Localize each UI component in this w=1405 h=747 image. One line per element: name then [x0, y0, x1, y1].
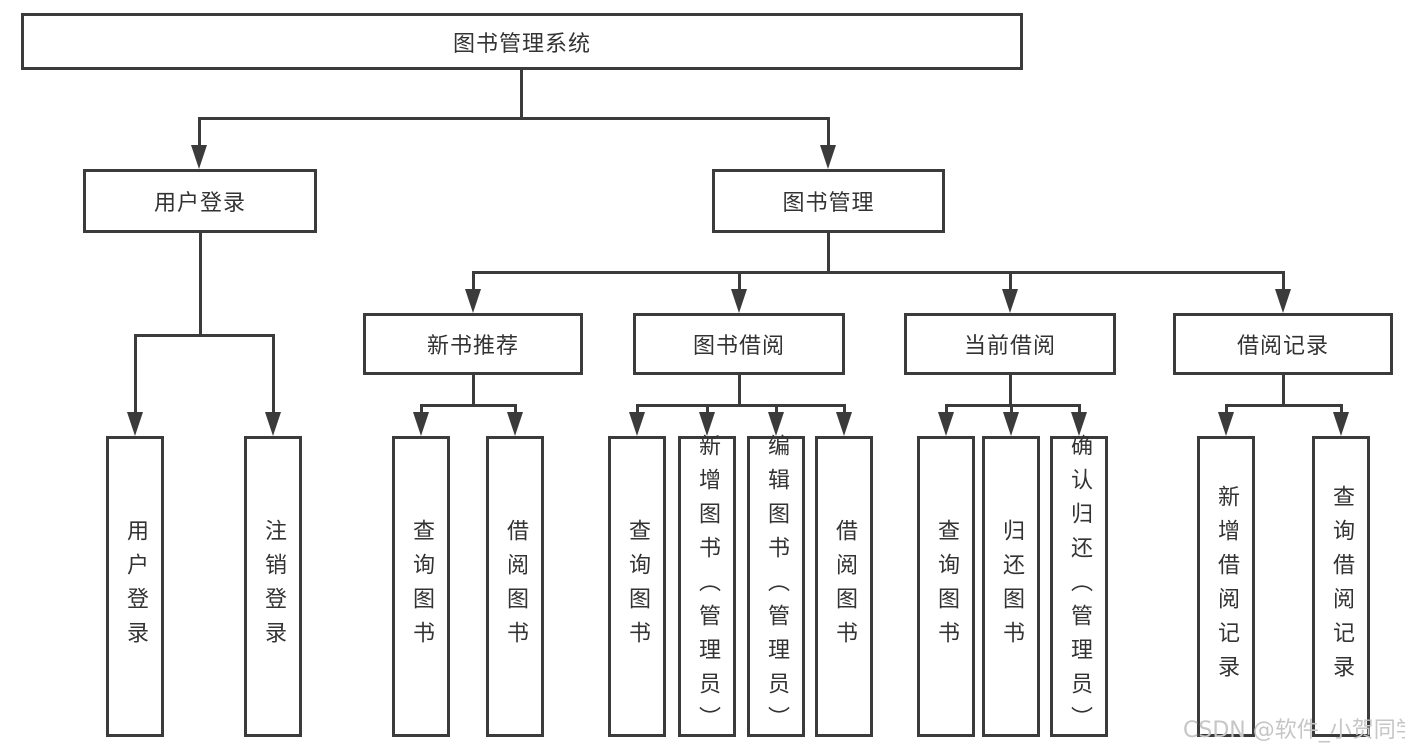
connector-line [472, 271, 475, 291]
connector-line [738, 271, 741, 291]
node-label: 图书借阅 [692, 334, 785, 359]
connector-line [1078, 404, 1081, 416]
leaf-label: 新增图书（管理员） [695, 433, 720, 740]
leaf-label: 借阅图书 [832, 518, 857, 655]
leaf-label: 归还图书 [999, 518, 1024, 655]
arrow-head [768, 412, 784, 436]
leaf-label: 确认归还（管理员） [1067, 433, 1092, 740]
leaf-logout: 注销登录 [244, 436, 302, 737]
connector-line [1009, 375, 1012, 406]
connector-line [198, 117, 830, 120]
connector-line [636, 404, 845, 407]
connector-line [272, 334, 275, 414]
node-current-borrow: 当前借阅 [904, 313, 1116, 375]
leaf-label: 查询图书 [625, 518, 650, 655]
node-label: 新书推荐 [426, 334, 519, 359]
watermark: CSDN @软件_小贺同学 [1183, 718, 1405, 743]
node-borrow-records: 借阅记录 [1173, 313, 1393, 375]
arrow-head [1218, 412, 1234, 436]
leaf-label: 注销登录 [261, 518, 286, 655]
node-library-management-system: 图书管理系统 [21, 13, 1023, 70]
leaf-label: 编辑图书（管理员） [764, 433, 789, 740]
connector-line [1225, 404, 1228, 416]
connector-line [1282, 271, 1285, 291]
leaf-records-add-record: 新增借阅记录 [1197, 436, 1255, 737]
connector-line [827, 233, 830, 274]
leaf-current-return-books: 归还图书 [982, 436, 1040, 737]
node-book-management: 图书管理 [712, 169, 945, 233]
leaf-records-query-record: 查询借阅记录 [1312, 436, 1370, 737]
arrow-head [629, 412, 645, 436]
arrow-head [413, 412, 429, 436]
connector-line [945, 404, 948, 416]
leaf-recommend-borrow-books: 借阅图书 [486, 436, 544, 737]
connector-line [827, 117, 830, 151]
connector-line [1282, 375, 1285, 406]
node-book-borrow: 图书借阅 [633, 313, 845, 375]
connector-line [472, 375, 475, 406]
connector-line [520, 70, 523, 119]
connector-line [738, 375, 741, 406]
connector-line [843, 404, 846, 416]
arrow-head [465, 289, 481, 313]
arrow-head [731, 289, 747, 313]
connector-line [199, 233, 202, 336]
node-new-book-recommend: 新书推荐 [363, 313, 583, 375]
connector-line [706, 404, 709, 416]
leaf-borrow-add-books-admin: 新增图书（管理员） [678, 433, 736, 740]
arrow-head [1275, 289, 1291, 313]
connector-line [1010, 404, 1013, 416]
connector-line [420, 404, 423, 416]
leaf-current-confirm-return-admin: 确认归还（管理员） [1050, 433, 1108, 740]
leaf-recommend-query-books: 查询图书 [392, 436, 450, 737]
leaf-label: 新增借阅记录 [1214, 484, 1239, 689]
connector-line [636, 404, 639, 416]
arrow-head [127, 412, 143, 436]
leaf-user-login: 用户登录 [106, 436, 164, 737]
arrow-head [507, 412, 523, 436]
node-label: 借阅记录 [1236, 334, 1329, 359]
leaf-label: 查询图书 [934, 518, 959, 655]
connector-line [134, 334, 137, 414]
arrow-head [1003, 412, 1019, 436]
leaf-label: 用户登录 [123, 518, 148, 655]
connector-line [134, 334, 274, 337]
connector-line [472, 271, 1284, 274]
node-label: 用户登录 [153, 191, 246, 216]
connector-line [1225, 404, 1343, 407]
arrow-head [836, 412, 852, 436]
connector-line [198, 117, 201, 151]
leaf-borrow-edit-books-admin: 编辑图书（管理员） [747, 433, 805, 740]
leaf-current-query-books: 查询图书 [917, 436, 975, 737]
node-label: 当前借阅 [963, 334, 1056, 359]
arrow-head [1333, 412, 1349, 436]
arrow-head [191, 145, 207, 169]
leaf-borrow-borrow-books: 借阅图书 [815, 436, 873, 737]
connector-line [775, 404, 778, 416]
node-label: 图书管理系统 [452, 31, 591, 57]
node-user-login: 用户登录 [83, 169, 317, 233]
node-label: 图书管理 [782, 191, 875, 216]
arrow-head [1071, 412, 1087, 436]
connector-line [514, 404, 517, 416]
leaf-label: 查询借阅记录 [1329, 484, 1354, 689]
connector-line [1340, 404, 1343, 416]
leaf-borrow-query-books: 查询图书 [608, 436, 666, 737]
arrow-head [938, 412, 954, 436]
connector-line [420, 404, 517, 407]
arrow-head [699, 412, 715, 436]
arrow-head [265, 412, 281, 436]
arrow-head [1002, 289, 1018, 313]
arrow-head [820, 145, 836, 169]
leaf-label: 借阅图书 [503, 518, 528, 655]
connector-line [1009, 271, 1012, 291]
leaf-label: 查询图书 [409, 518, 434, 655]
